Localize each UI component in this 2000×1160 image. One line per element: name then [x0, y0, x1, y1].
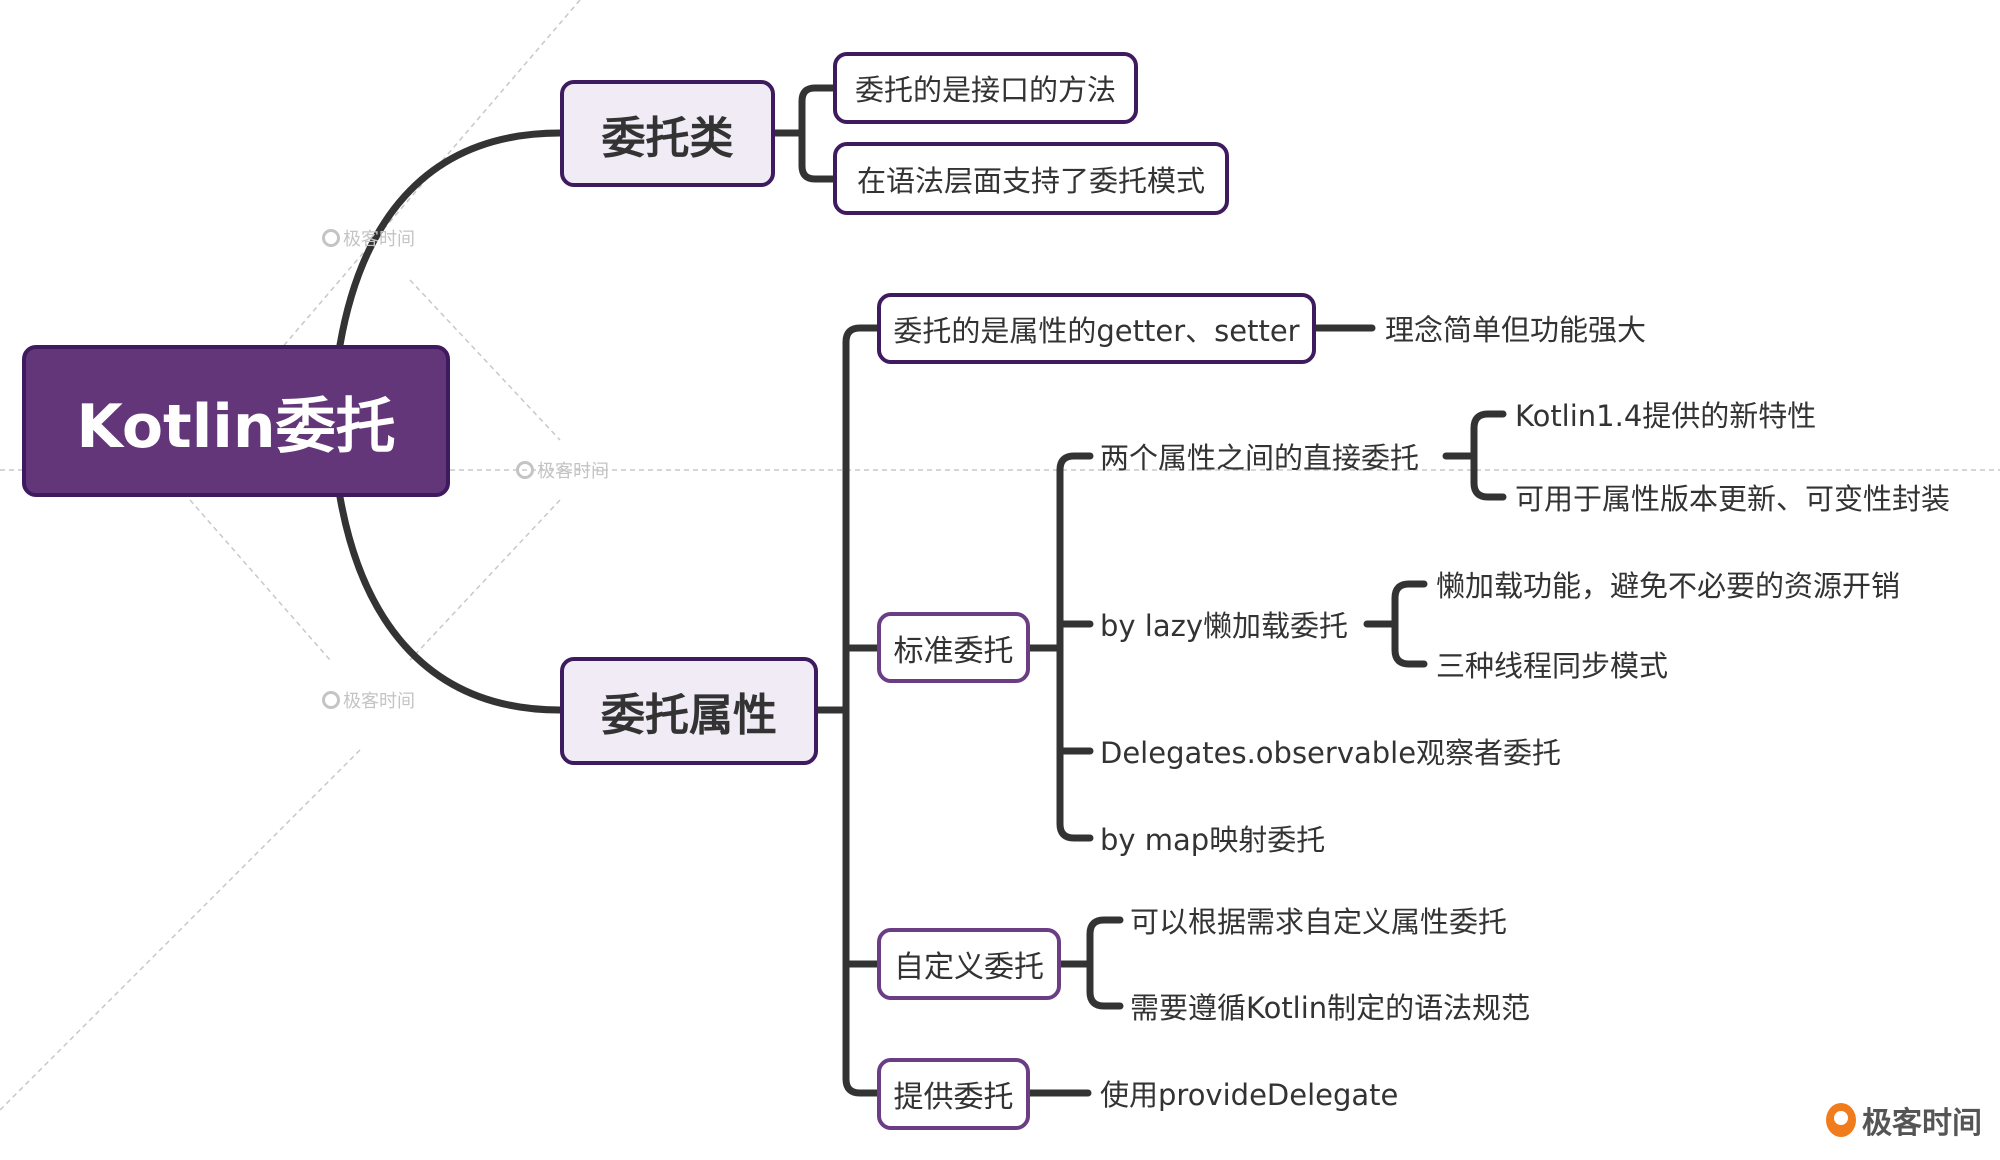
- leaf-kotlin14-feature[interactable]: Kotlin1.4提供的新特性: [1515, 399, 1817, 433]
- branch-delegate-property[interactable]: 委托属性: [560, 657, 818, 765]
- geektime-logo-icon: [1826, 1103, 1856, 1137]
- leaf-by-lazy[interactable]: by lazy懒加载委托: [1100, 609, 1349, 643]
- leaf-lazy-loading[interactable]: 懒加载功能，避免不必要的资源开销: [1436, 569, 1901, 603]
- link-property-trunk: [814, 324, 881, 1097]
- watermark-logo-icon: [322, 229, 340, 247]
- link-class-children: [771, 84, 837, 183]
- leaf-version-update[interactable]: 可用于属性版本更新、可变性封装: [1515, 482, 1951, 516]
- brand-logo: 极客时间: [1826, 1098, 1982, 1142]
- link-twoprop-children: [1442, 410, 1507, 501]
- leaf-provide-delegate[interactable]: 使用provideDelegate: [1100, 1078, 1399, 1112]
- link-standard-children: [1026, 452, 1094, 842]
- topic-custom-delegate[interactable]: 自定义委托: [877, 928, 1061, 1000]
- link-lazy-children: [1363, 580, 1428, 668]
- branch-delegate-class[interactable]: 委托类: [560, 80, 775, 187]
- topic-provide-delegate[interactable]: 提供委托: [877, 1058, 1030, 1130]
- leaf-simple-powerful[interactable]: 理念简单但功能强大: [1385, 313, 1647, 347]
- leaf-syntax-rules[interactable]: 需要遵循Kotlin制定的语法规范: [1130, 991, 1531, 1025]
- watermark-logo-icon: [322, 691, 340, 709]
- watermark-logo-icon: [516, 461, 534, 479]
- leaf-custom-on-demand[interactable]: 可以根据需求自定义属性委托: [1130, 905, 1508, 939]
- leaf-observable[interactable]: Delegates.observable观察者委托: [1100, 736, 1562, 770]
- root-node[interactable]: Kotlin委托: [22, 345, 450, 497]
- watermark: 极客时间: [322, 225, 415, 251]
- leaf-direct-delegate[interactable]: 两个属性之间的直接委托: [1100, 441, 1420, 475]
- link-root-to-property: [336, 493, 564, 714]
- topic-interface-methods[interactable]: 委托的是接口的方法: [833, 52, 1138, 124]
- watermark: 极客时间: [516, 457, 609, 483]
- leaf-thread-sync-modes[interactable]: 三种线程同步模式: [1436, 649, 1669, 683]
- leaf-by-map[interactable]: by map映射委托: [1100, 823, 1326, 857]
- link-custom-children: [1057, 916, 1124, 1010]
- watermark: 极客时间: [322, 687, 415, 713]
- topic-standard-delegate[interactable]: 标准委托: [877, 612, 1030, 683]
- link-root-to-class: [336, 129, 564, 349]
- topic-syntax-support[interactable]: 在语法层面支持了委托模式: [833, 142, 1229, 215]
- topic-getter-setter[interactable]: 委托的是属性的getter、setter: [877, 293, 1316, 364]
